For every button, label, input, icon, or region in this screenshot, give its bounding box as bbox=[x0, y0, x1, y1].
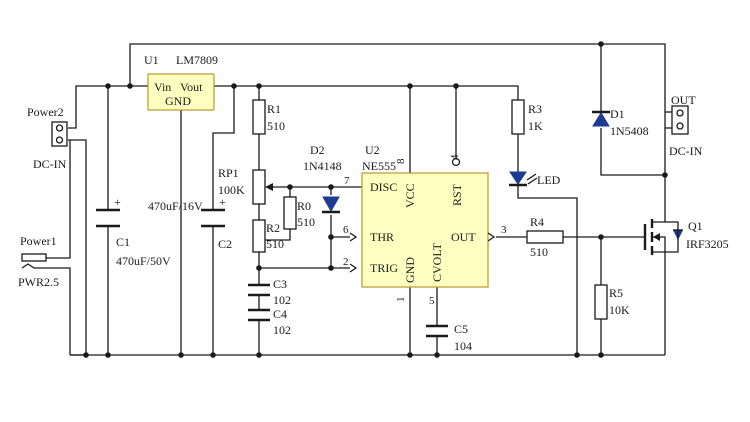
u2-num-cvolt: 5 bbox=[429, 295, 435, 307]
resistor-r5: R5 10K bbox=[594, 284, 630, 320]
c3-value: 102 bbox=[273, 293, 291, 307]
u2-num-gnd: 1 bbox=[395, 297, 407, 303]
u2-ref: U2 bbox=[365, 143, 380, 157]
d1-ref: D1 bbox=[610, 107, 625, 121]
potentiometer-rp1: RP1 100K bbox=[218, 166, 273, 205]
c2-value: 470uF/16V bbox=[148, 199, 203, 213]
d2-ref: D2 bbox=[310, 143, 325, 157]
power2-connector: Power2 DC-IN bbox=[27, 105, 68, 171]
u2-part: NE555 bbox=[362, 159, 396, 173]
c3-ref: C3 bbox=[273, 277, 287, 291]
capacitor-c5: C5 104 bbox=[426, 322, 472, 353]
r1-ref: R1 bbox=[267, 102, 281, 116]
u2-pin-gnd: GND bbox=[403, 257, 417, 283]
led-indicator: LED bbox=[509, 171, 561, 187]
u2-num-thr: 6 bbox=[343, 224, 349, 236]
capacitor-c4: C4 102 bbox=[248, 307, 291, 337]
r4-value: 510 bbox=[530, 245, 548, 259]
c2-ref: C2 bbox=[218, 237, 232, 251]
c5-value: 104 bbox=[454, 339, 472, 353]
u2-pin-rst: RST bbox=[450, 183, 464, 206]
r3-ref: R3 bbox=[528, 102, 542, 116]
capacitor-c2: + 470uF/16V C2 bbox=[148, 195, 232, 251]
rp1-ref: RP1 bbox=[218, 166, 239, 180]
u2-pin-trig: TRIG bbox=[370, 261, 398, 275]
r1-value: 510 bbox=[267, 119, 285, 133]
led-ref: LED bbox=[537, 173, 561, 187]
c4-ref: C4 bbox=[273, 307, 287, 321]
u2-num-trig: 2 bbox=[343, 256, 349, 268]
u2-pin-vcc: VCC bbox=[403, 183, 417, 208]
r2-value: 510 bbox=[266, 237, 284, 251]
c1-value: 470uF/50V bbox=[116, 254, 171, 268]
rp1-value: 100K bbox=[218, 183, 245, 197]
capacitor-c3: C3 102 bbox=[248, 277, 291, 307]
wires bbox=[46, 43, 672, 356]
mosfet-q1: Q1 IRF3205 bbox=[643, 219, 729, 255]
resistor-r4: R4 510 bbox=[526, 215, 564, 259]
out-connector: OUT DC-IN bbox=[669, 93, 703, 158]
u2-num-vcc: 8 bbox=[395, 158, 407, 164]
d1-value: 1N5408 bbox=[610, 124, 649, 138]
regulator-u1: U1 LM7809 Vin Vout GND bbox=[144, 53, 218, 111]
r5-value: 10K bbox=[609, 303, 630, 317]
c1-ref: C1 bbox=[116, 235, 130, 249]
u1-vin: Vin bbox=[154, 80, 171, 94]
c5-ref: C5 bbox=[454, 322, 468, 336]
r2-ref: R2 bbox=[266, 221, 280, 235]
resistor-r0: R0 510 bbox=[283, 196, 315, 230]
diode-d2: D2 1N4148 bbox=[303, 143, 342, 214]
resistor-r2: R2 510 bbox=[252, 219, 284, 253]
resistor-r1: R1 510 bbox=[252, 99, 285, 135]
u2-num-rst: 4 bbox=[449, 154, 461, 160]
capacitor-c1: + C1 470uF/50V bbox=[96, 195, 171, 268]
u1-gnd: GND bbox=[165, 94, 191, 108]
u2-num-disc: 7 bbox=[344, 175, 350, 187]
u2-num-out: 3 bbox=[501, 224, 507, 236]
timer-u2: U2 NE555 DISC THR TRIG OUT VCC RST GND C… bbox=[343, 143, 507, 307]
power1-jack: Power1 PWR2.5 bbox=[18, 234, 59, 289]
svg-text:+: + bbox=[114, 195, 121, 209]
resistor-r3: R3 1K bbox=[511, 99, 543, 135]
r4-ref: R4 bbox=[530, 215, 544, 229]
u2-pin-out: OUT bbox=[451, 230, 476, 244]
svg-text:+: + bbox=[219, 195, 226, 209]
diode-d1: D1 1N5408 bbox=[592, 107, 649, 138]
q1-ref: Q1 bbox=[688, 219, 703, 233]
power2-ref: Power2 bbox=[27, 105, 64, 119]
u1-part: LM7809 bbox=[176, 53, 218, 67]
out-ref: OUT bbox=[671, 93, 696, 107]
q1-value: IRF3205 bbox=[686, 237, 729, 251]
u2-pin-thr: THR bbox=[370, 230, 394, 244]
u2-pin-disc: DISC bbox=[370, 180, 397, 194]
u1-vout: Vout bbox=[180, 80, 203, 94]
power1-label: PWR2.5 bbox=[18, 275, 59, 289]
u2-pin-cvolt: CVOLT bbox=[430, 242, 444, 282]
out-label: DC-IN bbox=[669, 144, 703, 158]
power1-ref: Power1 bbox=[20, 234, 57, 248]
r5-ref: R5 bbox=[609, 286, 623, 300]
c4-value: 102 bbox=[273, 323, 291, 337]
u1-ref: U1 bbox=[144, 53, 159, 67]
power2-label: DC-IN bbox=[33, 157, 67, 171]
d2-value: 1N4148 bbox=[303, 159, 342, 173]
r3-value: 1K bbox=[528, 119, 543, 133]
r0-ref: R0 bbox=[297, 199, 311, 213]
r0-value: 510 bbox=[297, 215, 315, 229]
